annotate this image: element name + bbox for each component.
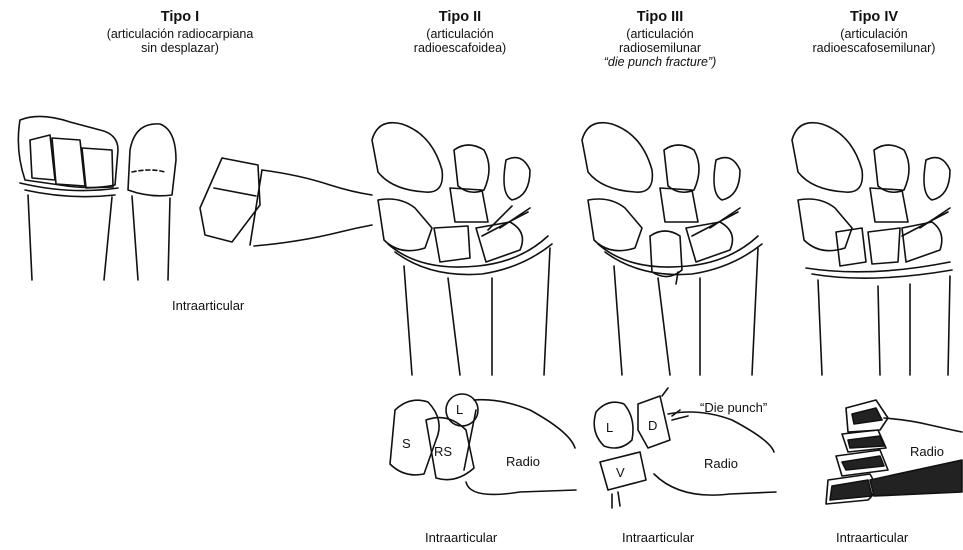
label-s: S xyxy=(402,436,411,451)
type-4-coronal-wrist xyxy=(792,123,952,375)
type-1-coronal-wrist xyxy=(18,116,176,280)
label-die-punch: “Die punch” xyxy=(700,400,767,415)
type-4-lateral-wrist: Radio xyxy=(826,400,962,504)
type-2-coronal-wrist xyxy=(372,123,552,375)
label-rs: RS xyxy=(434,444,452,459)
label-l: L xyxy=(456,402,463,417)
label-d: D xyxy=(648,418,657,433)
label-radio-type3: Radio xyxy=(704,456,738,471)
label-radio-type4: Radio xyxy=(910,444,944,459)
label-v: V xyxy=(616,465,625,480)
label-l-type3: L xyxy=(606,420,613,435)
type-1-lateral-wrist xyxy=(200,158,372,246)
type-3-lateral-wrist: L D V Radio “Die punch” xyxy=(594,388,776,508)
type-2-lateral-wrist: S RS L Radio xyxy=(390,394,576,494)
label-radio: Radio xyxy=(506,454,540,469)
type-3-coronal-wrist xyxy=(582,123,762,375)
